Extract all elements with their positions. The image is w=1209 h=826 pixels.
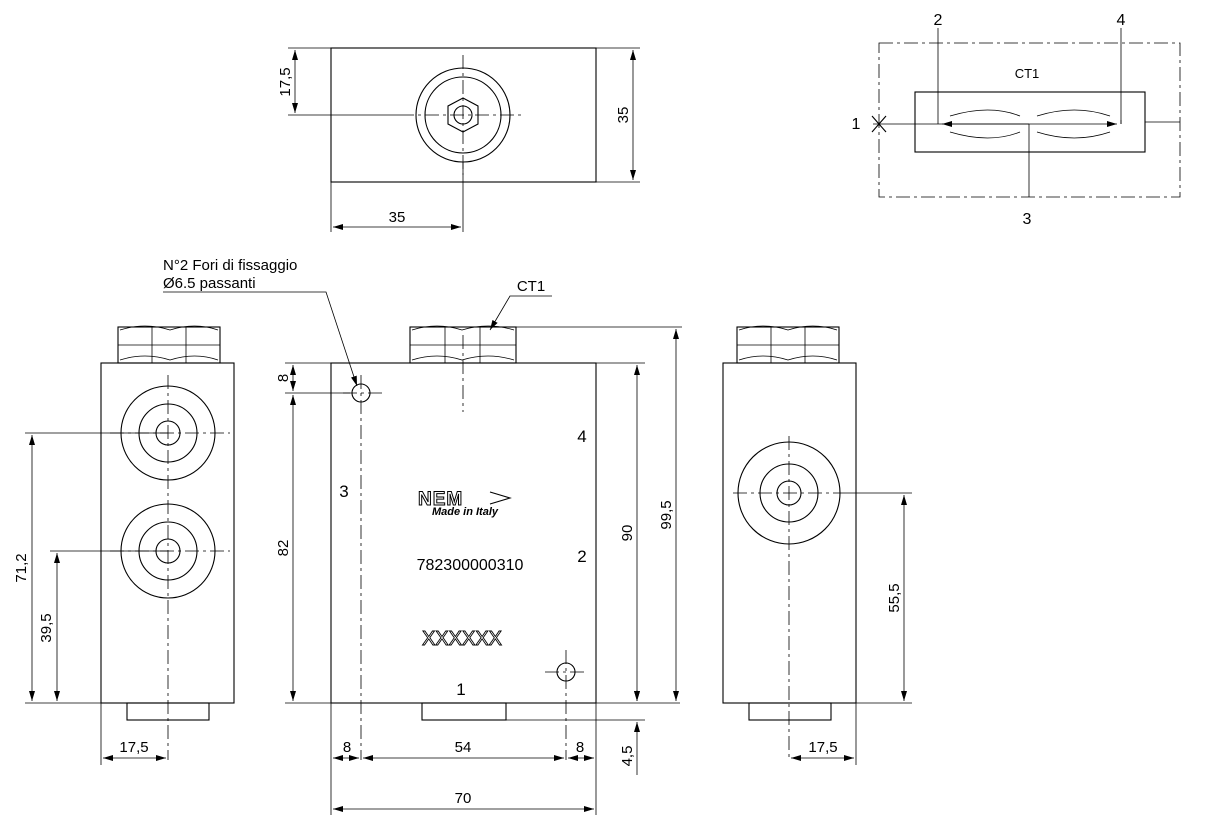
dim-front-8-left: 8 [343, 739, 351, 756]
dim-left-39-5: 39,5 [38, 613, 55, 642]
hydraulic-schematic: CT1 2 4 1 3 [852, 12, 1181, 228]
schematic-port-2: 2 [934, 12, 943, 29]
front-port-1: 1 [456, 680, 465, 699]
front-port-3: 3 [339, 482, 348, 501]
callout-fixing-holes-line2: Ø6.5 passanti [163, 275, 256, 292]
front-port-4: 4 [577, 427, 586, 446]
schematic-port-1: 1 [852, 116, 861, 133]
dim-front-99-5: 99,5 [658, 500, 675, 529]
dim-front-8-right: 8 [576, 739, 584, 756]
schematic-label: CT1 [1015, 66, 1040, 81]
serial-placeholder: XXXXXX [422, 628, 502, 650]
dim-top-35-height: 35 [615, 107, 632, 124]
logo-arrow-icon [489, 491, 512, 505]
dim-front-54: 54 [455, 739, 472, 756]
dim-front-82: 82 [275, 540, 292, 557]
nem-logo: NEM Made in Italy [418, 489, 512, 518]
left-view-body [100, 362, 235, 704]
front-port-2: 2 [577, 547, 586, 566]
schematic-boundary [878, 42, 1181, 198]
schematic-valve-body [914, 91, 1146, 153]
top-view: 17,5 35 35 [277, 47, 640, 232]
left-side-view: 71,2 39,5 17,5 [13, 325, 235, 765]
callout-ct1: CT1 [517, 278, 545, 295]
part-number: 782300000310 [417, 557, 524, 574]
dim-left-71-2: 71,2 [13, 553, 30, 582]
brand-text: NEM [418, 489, 463, 510]
front-view-bottom-boss [421, 702, 507, 721]
dim-right-55-5: 55,5 [886, 583, 903, 612]
made-in-text: Made in Italy [432, 506, 499, 518]
dim-top-35-width: 35 [389, 209, 406, 226]
dim-top-17-5: 17,5 [277, 67, 294, 96]
dim-front-90: 90 [619, 525, 636, 542]
callout-fixing-holes-line1: N°2 Fori di fissaggio [163, 257, 297, 274]
dim-left-17-5: 17,5 [119, 739, 148, 756]
schematic-port-4: 4 [1117, 12, 1126, 29]
schematic-port-3: 3 [1023, 211, 1032, 228]
front-view-body [330, 362, 597, 704]
dim-front-70: 70 [455, 790, 472, 807]
right-side-view: 55,5 17,5 [722, 325, 912, 765]
front-view: 4 3 2 1 NEM Made in Italy 782300000310 X… [163, 257, 682, 815]
dim-right-17-5: 17,5 [808, 739, 837, 756]
dim-front-4-5: 4,5 [619, 746, 636, 767]
right-view-body [722, 362, 857, 704]
dim-front-8-top: 8 [275, 374, 292, 382]
right-view-bottom-boss [748, 702, 832, 721]
